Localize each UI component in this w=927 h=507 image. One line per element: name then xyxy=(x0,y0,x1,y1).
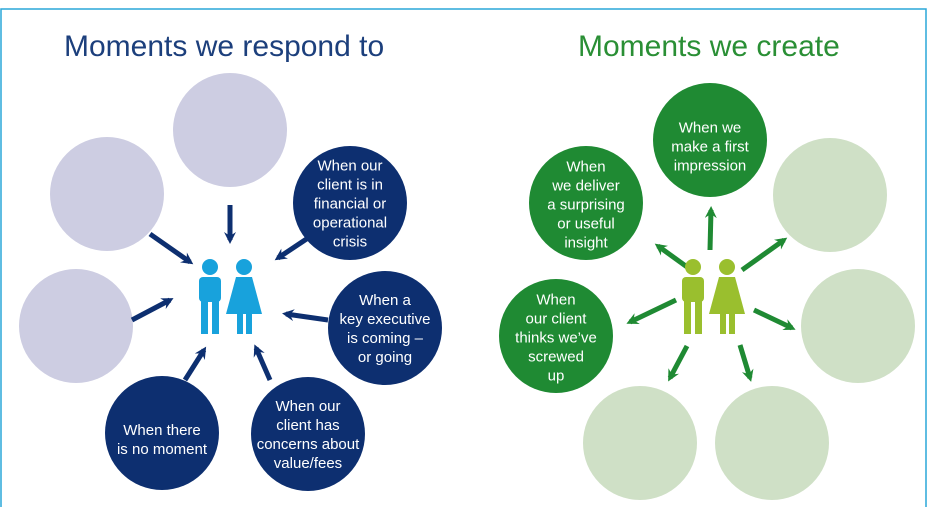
people-icon-green xyxy=(682,259,745,334)
left-title: Moments we respond to xyxy=(64,30,385,63)
label-executive: When a key executive is coming – or goin… xyxy=(339,292,431,366)
right-circle-insight xyxy=(529,146,643,260)
left-circle-executive xyxy=(328,271,442,385)
arrow-to-upper-right xyxy=(740,237,788,273)
right-title: Moments we create xyxy=(578,30,840,63)
arrow-from-no-moment xyxy=(182,346,207,382)
left-empty-circle-upper-left xyxy=(50,137,164,251)
right-circle-first-impression xyxy=(653,83,767,197)
left-empty-circle-left xyxy=(19,269,133,383)
right-empty-circle-right xyxy=(801,269,915,383)
arrow-from-left xyxy=(130,297,174,323)
arrow-to-first-impression xyxy=(704,206,717,251)
arrow-to-screwed-up xyxy=(626,297,678,325)
left-diagram xyxy=(19,73,442,491)
left-circle-no-moment xyxy=(105,376,219,490)
label-first-impression: When we make a first impression xyxy=(671,119,749,175)
arrow-to-bottom-right xyxy=(737,344,754,382)
arrow-from-upper-left xyxy=(148,231,194,265)
left-circle-crisis xyxy=(293,146,407,260)
right-circle-screwed-up xyxy=(499,279,613,393)
label-insight: When we deliver a surprising or useful i… xyxy=(547,158,625,252)
arrow-from-crisis xyxy=(274,235,310,261)
left-circle-value-fees xyxy=(251,377,365,491)
right-empty-circle-bottom-right xyxy=(715,386,829,500)
label-crisis: When our client is in financial or opera… xyxy=(312,157,388,251)
people-icon-blue xyxy=(199,259,262,334)
label-no-moment: When there is no moment xyxy=(116,422,208,458)
right-empty-circle-upper-right xyxy=(773,138,887,252)
left-empty-circle-top xyxy=(173,73,287,187)
label-value-fees: When our client has concerns about value… xyxy=(256,398,360,472)
right-empty-circle-bottom-left xyxy=(583,386,697,500)
arrow-to-bottom-left xyxy=(667,344,690,382)
right-diagram xyxy=(499,83,915,500)
label-screwed-up: When our client thinks we’ve screwed up xyxy=(515,291,597,385)
arrow-to-right xyxy=(752,307,796,331)
arrow-from-executive xyxy=(282,309,329,323)
frame-border xyxy=(0,8,927,507)
arrow-from-value-fees xyxy=(253,344,273,382)
